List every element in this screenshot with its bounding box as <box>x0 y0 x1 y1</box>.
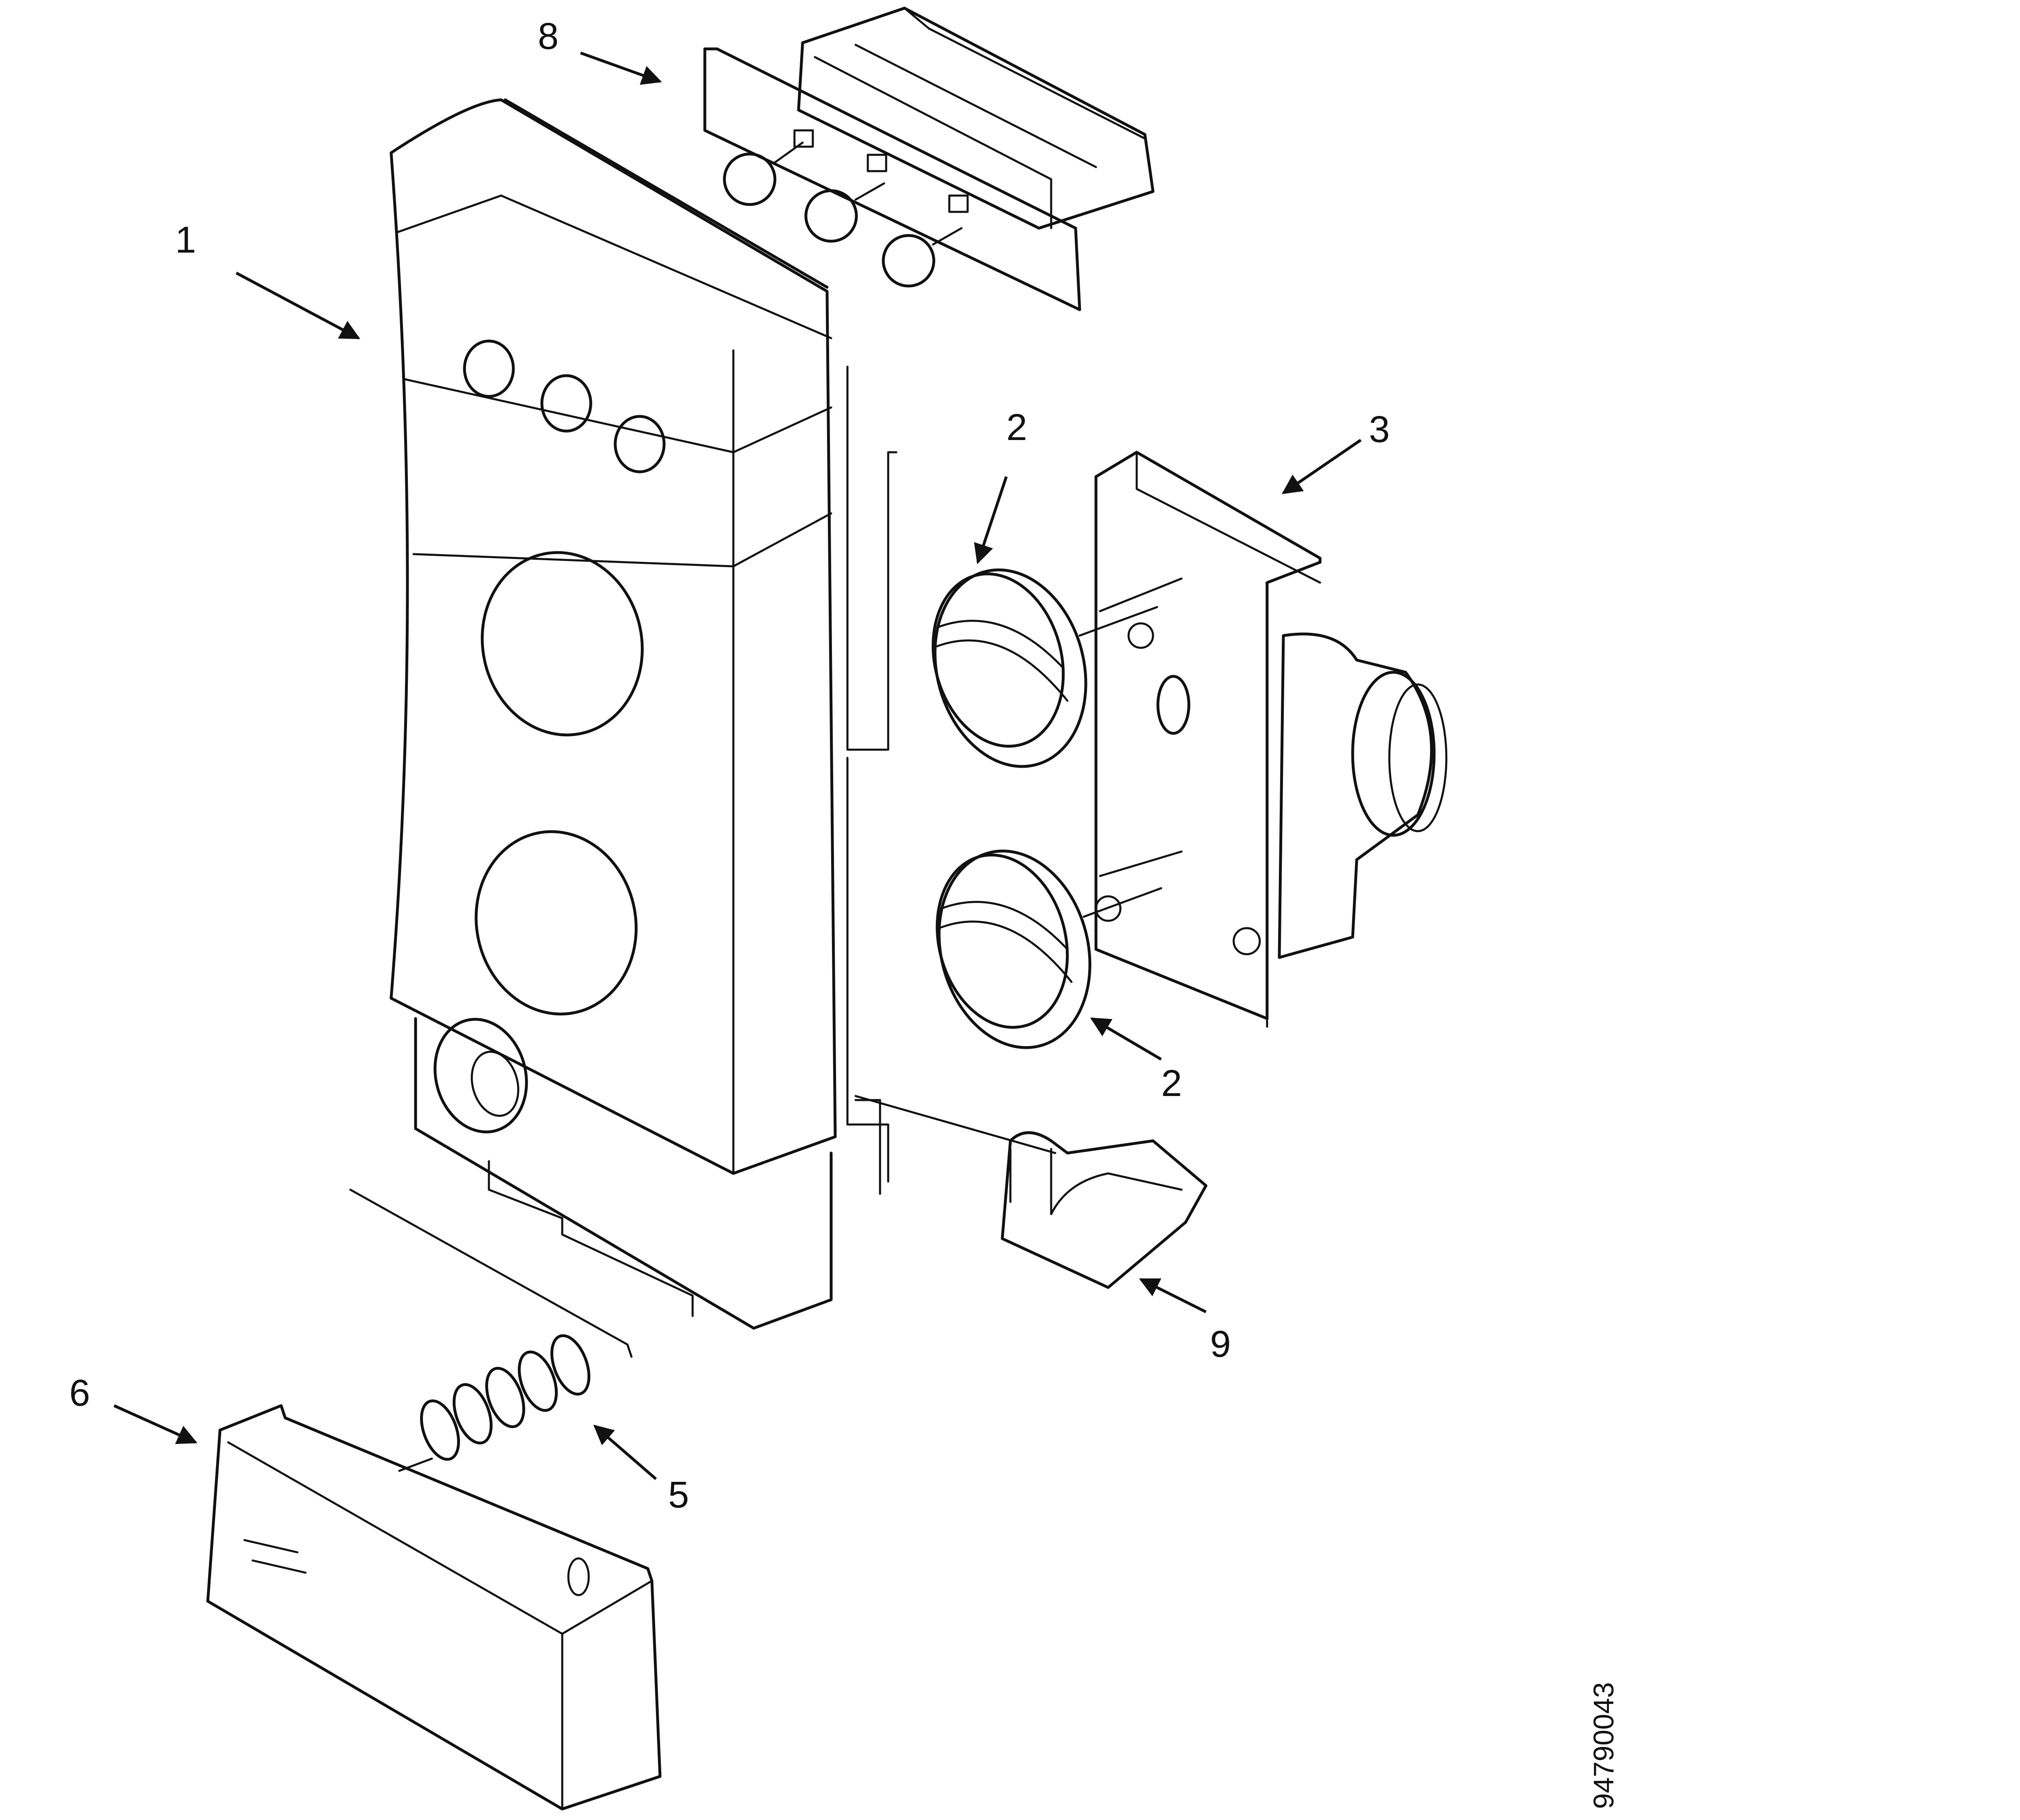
arrow-part-9 <box>1139 1278 1207 1314</box>
label-part-3: 3 <box>1369 409 1390 450</box>
label-part-9: 9 <box>1210 1323 1231 1365</box>
arrow-part-8 <box>580 51 662 85</box>
door-release-cover <box>206 1404 662 1811</box>
arrow-part-2-lower <box>1090 1017 1162 1061</box>
leader-arrows <box>113 51 1362 1480</box>
arrow-part-6 <box>113 1404 198 1444</box>
timer-bracket-assembly <box>1094 451 1448 1028</box>
label-part-2-lower: 2 <box>1161 1063 1182 1104</box>
label-part-1: 1 <box>175 219 196 261</box>
label-part-6: 6 <box>69 1372 90 1414</box>
arrow-part-2-upper <box>974 476 1008 564</box>
spring <box>398 1334 591 1472</box>
control-panel-housing <box>349 98 1056 1358</box>
arrow-part-3 <box>1281 439 1362 494</box>
label-part-2-upper: 2 <box>1006 407 1027 448</box>
figure-code: 94790043 <box>1588 1682 1620 1809</box>
knob-upper <box>931 568 1158 768</box>
label-part-8: 8 <box>538 15 559 57</box>
push-button-switch-assembly <box>703 7 1155 311</box>
label-part-5: 5 <box>668 1474 689 1516</box>
arrow-part-5 <box>593 1424 657 1480</box>
arrow-part-1 <box>235 271 361 340</box>
latch-lever <box>1001 1131 1208 1289</box>
knob-lower <box>935 849 1162 1049</box>
